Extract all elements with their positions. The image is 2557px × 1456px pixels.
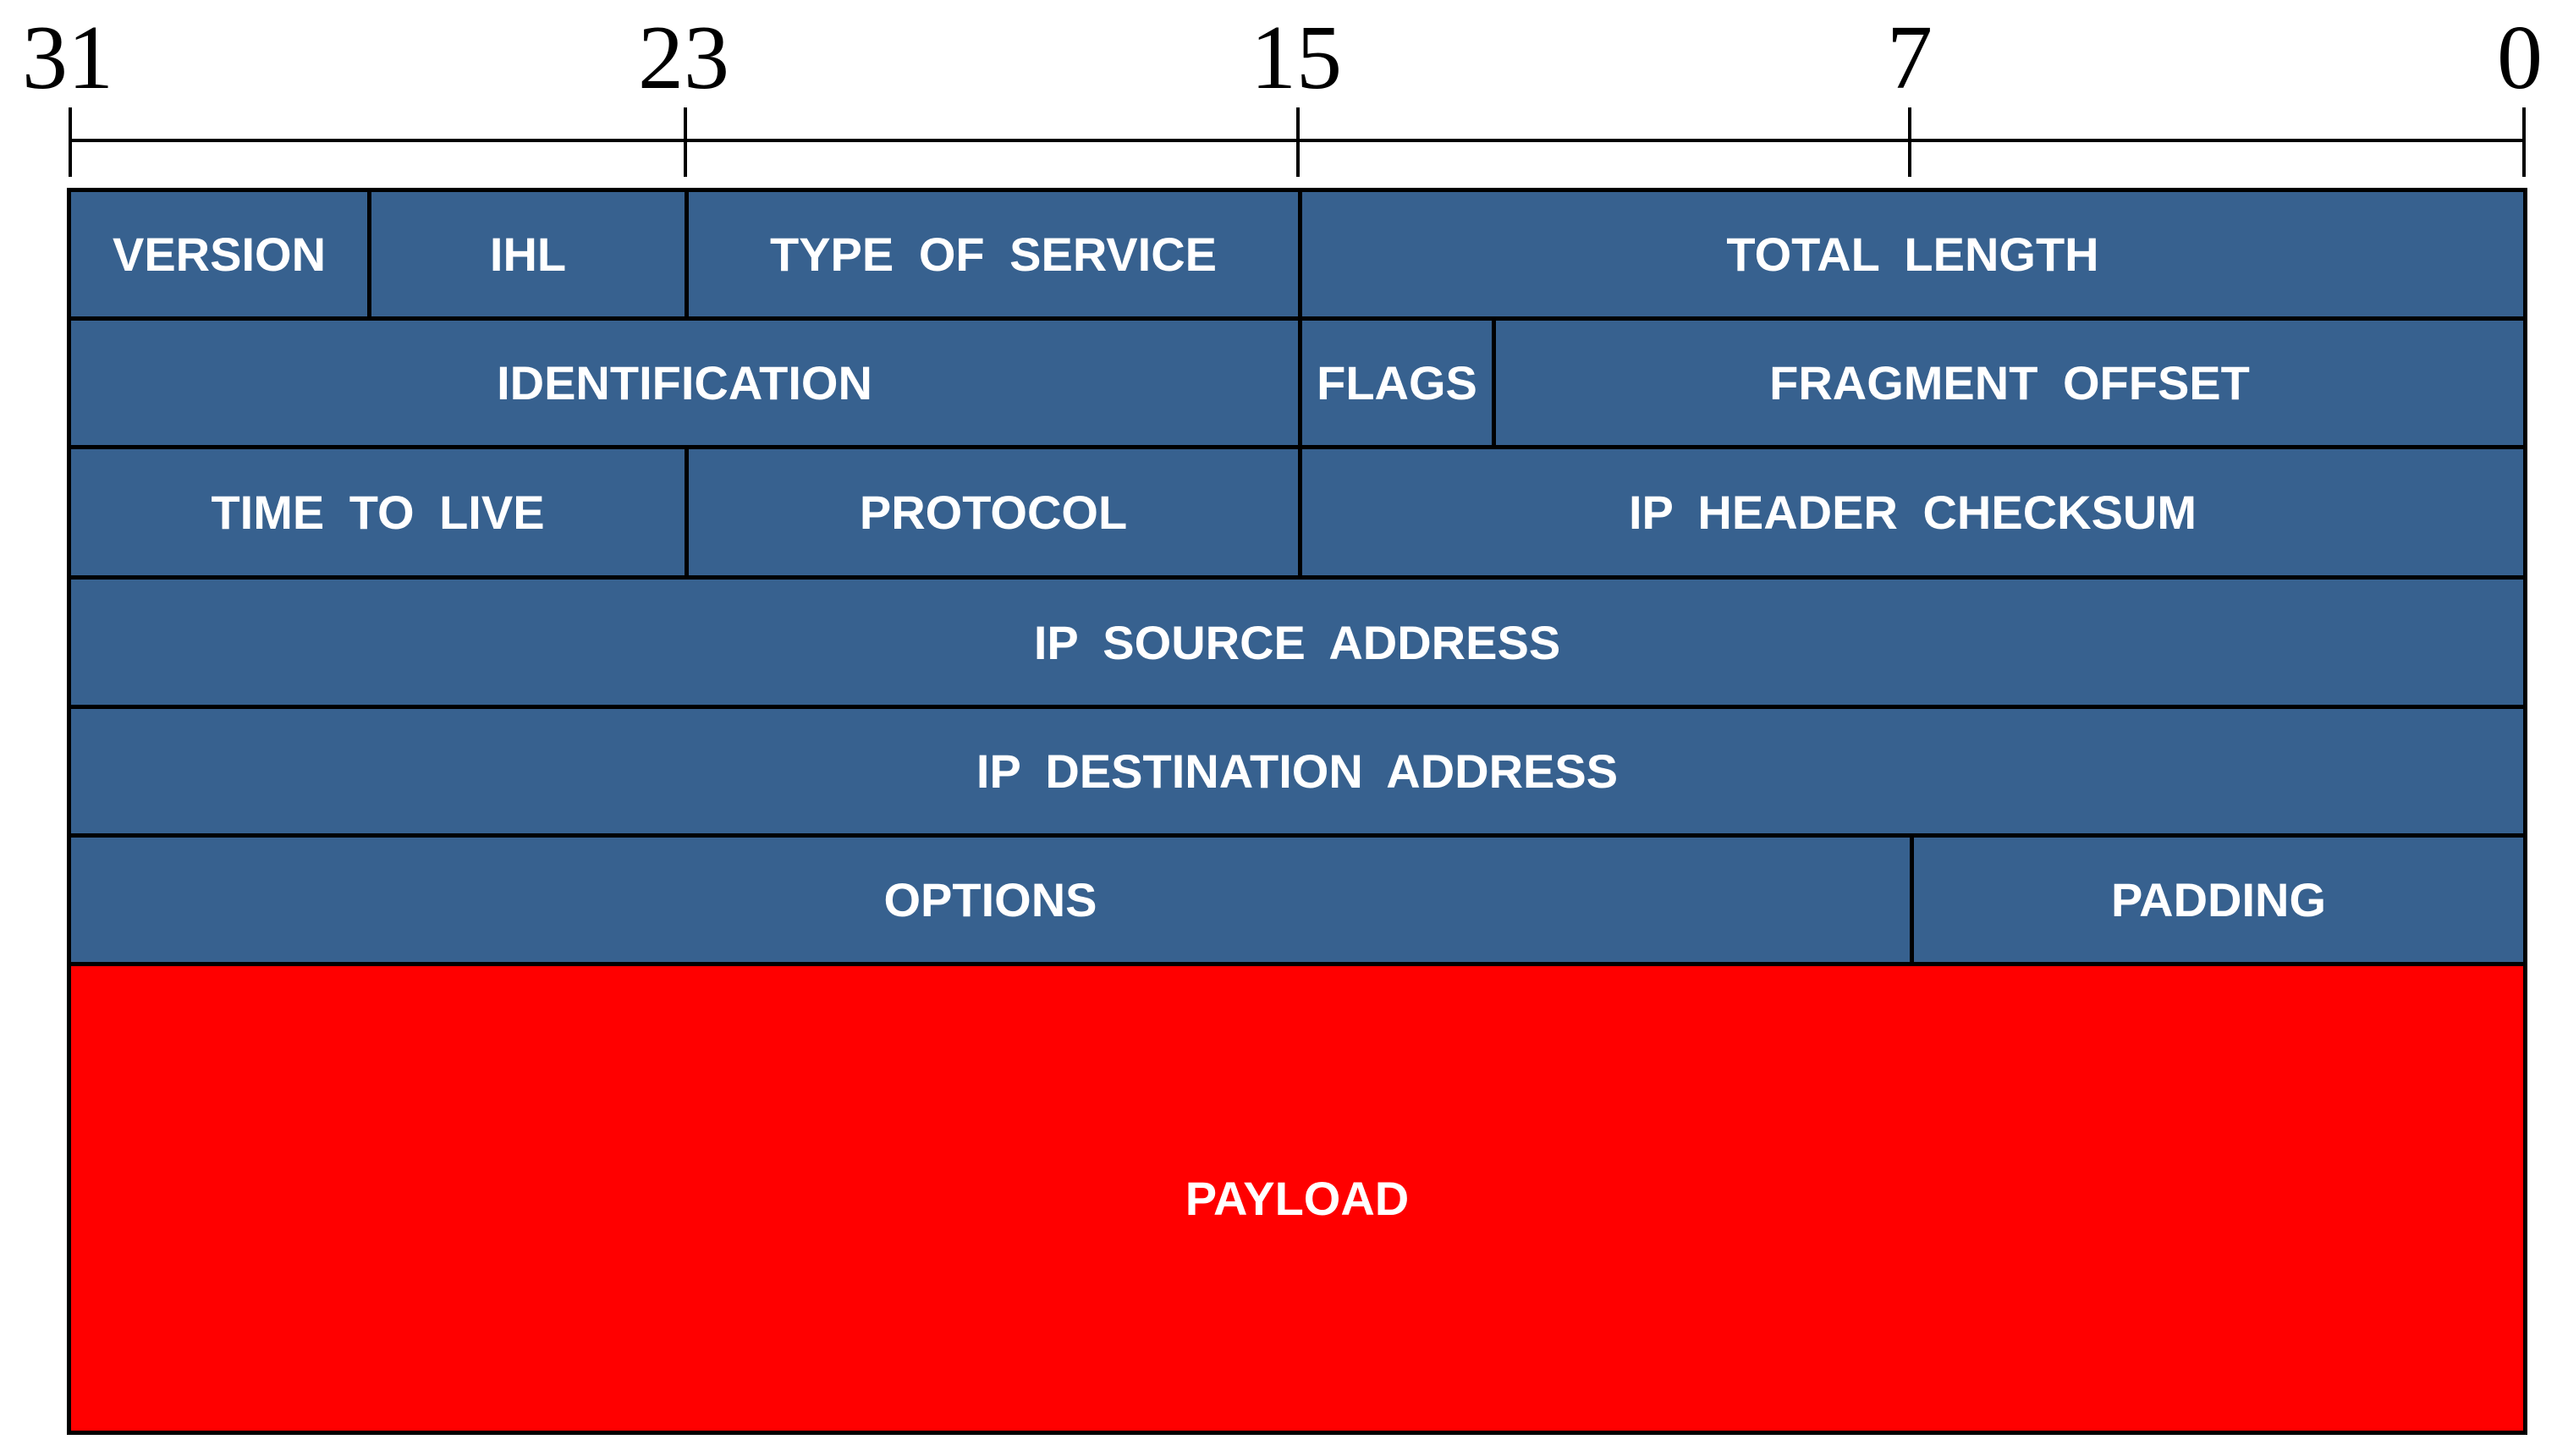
ruler-tick-15	[1296, 107, 1300, 177]
ruler-tick-23	[684, 107, 687, 177]
field-version: VERSION	[67, 188, 371, 321]
field-identification: IDENTIFICATION	[67, 316, 1302, 449]
field-ip-header-checksum: IP HEADER CHECKSUM	[1298, 445, 2527, 580]
ruler-label-0: 0	[2497, 8, 2543, 108]
payload-block: PAYLOAD	[67, 962, 2527, 1435]
ruler-tick-31	[69, 107, 72, 177]
field-type-of-service: TYPE OF SERVICE	[685, 188, 1302, 321]
field-protocol: PROTOCOL	[685, 445, 1302, 580]
field-ihl: IHL	[367, 188, 689, 321]
field-flags: FLAGS	[1298, 316, 1496, 449]
field-options: OPTIONS	[67, 833, 1914, 966]
field-padding: PADDING	[1910, 833, 2527, 966]
ruler-label-23: 23	[638, 8, 729, 108]
ruler-label-7: 7	[1887, 8, 1933, 108]
ruler-label-15: 15	[1251, 8, 1342, 108]
field-ip-destination-address: IP DESTINATION ADDRESS	[67, 705, 2527, 838]
field-time-to-live: TIME TO LIVE	[67, 445, 689, 580]
ruler-label-31: 31	[22, 8, 113, 108]
ruler-tick-0	[2522, 107, 2526, 177]
field-fragment-offset: FRAGMENT OFFSET	[1492, 316, 2527, 449]
field-ip-source-address: IP SOURCE ADDRESS	[67, 575, 2527, 709]
ruler-tick-7	[1908, 107, 1911, 177]
field-total-length: TOTAL LENGTH	[1298, 188, 2527, 321]
